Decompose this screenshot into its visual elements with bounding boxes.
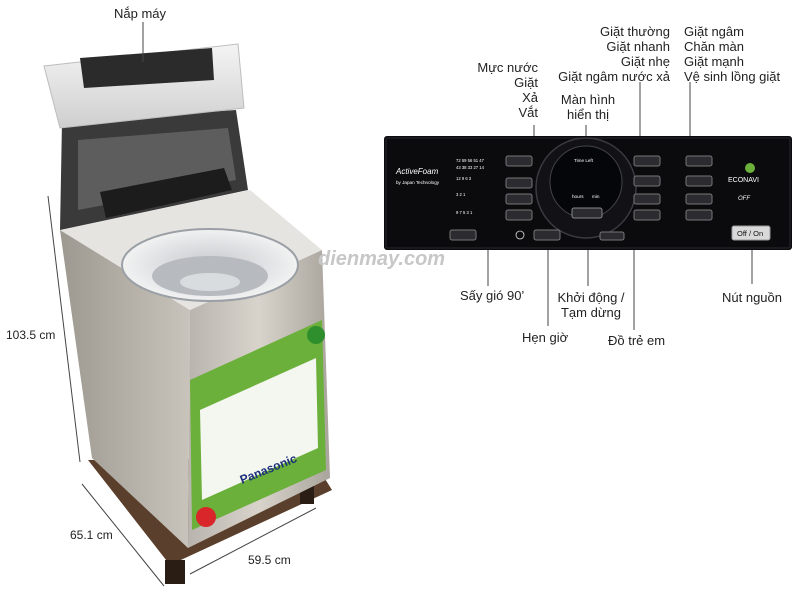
- label-start-pause: Khởi động / Tạm dừng: [552, 290, 630, 320]
- label-prog-soak-rinse: Giặt ngâm nước xả: [558, 69, 670, 84]
- label-timer: Hẹn giờ: [522, 330, 569, 345]
- label-programs-left: Giặt thường Giặt nhanh Giặt nhẹ Giặt ngâ…: [540, 24, 670, 84]
- label-prog-tub-clean: Vệ sinh lồng giặt: [684, 69, 781, 84]
- label-start-pause-line2: Tạm dừng: [560, 305, 621, 320]
- rinse-button[interactable]: [505, 193, 533, 205]
- water-level-numbers: 72 59 56 51 47: [456, 158, 485, 163]
- program-heavy-button[interactable]: [685, 193, 713, 205]
- program-blanket-button[interactable]: [685, 175, 713, 187]
- label-wash: Giặt: [514, 75, 538, 90]
- program-delicate-button[interactable]: [633, 193, 661, 205]
- label-prog-soak: Giặt ngâm: [684, 24, 744, 39]
- front-white-panel: [200, 358, 318, 500]
- program-soak-rinse-button[interactable]: [633, 209, 661, 221]
- label-left-buttons: Mực nước Giặt Xả Vắt: [466, 60, 538, 120]
- activefoam-logo: ActiveFoam: [395, 167, 439, 176]
- label-prog-blanket: Chăn màn: [684, 39, 744, 54]
- start-pause-button[interactable]: [571, 207, 603, 219]
- program-normal-button[interactable]: [633, 155, 661, 167]
- child-lock-button[interactable]: [599, 231, 625, 241]
- display-screen: [549, 145, 623, 219]
- power-button-label: Off / On: [737, 229, 763, 238]
- timer-icon: [515, 230, 525, 240]
- activefoam-subtitle: by Japan Technology: [396, 180, 440, 185]
- wash-button[interactable]: [505, 177, 533, 189]
- label-display-line2: hiển thị: [567, 107, 609, 122]
- timer-button[interactable]: [533, 229, 561, 241]
- program-tub-clean-button[interactable]: [685, 209, 713, 221]
- label-spin: Vắt: [518, 105, 538, 120]
- label-prog-delicate: Giặt nhẹ: [620, 54, 670, 69]
- label-start-pause-line1: Khởi động /: [557, 290, 625, 305]
- display-hours: hours: [572, 194, 584, 199]
- label-prog-normal: Giặt thường: [600, 24, 670, 39]
- display-min: min: [592, 194, 600, 199]
- spin-button[interactable]: [505, 209, 533, 221]
- label-rinse: Xả: [522, 90, 538, 105]
- auto-off-text: OFF: [738, 196, 750, 202]
- depth-dimension-line: [81, 483, 165, 587]
- label-power-button: Nút nguồn: [722, 290, 782, 305]
- power-button[interactable]: [731, 225, 771, 241]
- wash-time-numbers: 12 9 6 3: [456, 176, 472, 181]
- green-badge: [307, 326, 325, 344]
- control-panel-closeup: ActiveFoam by Japan Technology 72 59 56 …: [384, 136, 792, 250]
- dimension-height: 103.5 cm: [6, 328, 56, 342]
- watermark: dienmay.com: [318, 248, 446, 270]
- wash-pulsator: [180, 273, 240, 291]
- label-water-level: Mực nước: [477, 60, 538, 75]
- label-prog-heavy: Giặt mạnh: [684, 54, 744, 69]
- label-programs-right: Giặt ngâm Chăn màn Giặt mạnh Vệ sinh lồn…: [684, 24, 780, 84]
- spin-time-numbers: 9 7 5 3 1: [456, 210, 473, 215]
- air-dry-button[interactable]: [449, 229, 477, 241]
- machine-side-panel: [60, 230, 190, 548]
- display-time-left: Time Left: [574, 158, 594, 163]
- height-dimension-line: [47, 195, 81, 463]
- rinse-count-numbers: 3 2 1: [456, 192, 466, 197]
- label-child-lock: Đồ trẻ em: [608, 333, 666, 348]
- dimension-width: 59.5 cm: [248, 553, 291, 567]
- econavi-icon: [745, 163, 755, 173]
- dimension-depth: 65.1 cm: [70, 528, 113, 542]
- label-display-line1: Màn hình: [560, 92, 616, 107]
- label-display: Màn hình hiển thị: [552, 92, 624, 122]
- red-badge: [196, 507, 216, 527]
- program-soak-button[interactable]: [685, 155, 713, 167]
- water-level-button[interactable]: [505, 155, 533, 167]
- top-control-panel: [100, 168, 232, 218]
- label-prog-speedy: Giặt nhanh: [606, 39, 670, 54]
- water-level-numbers: 43 38 33 27 14: [456, 165, 485, 170]
- lid-handle-recess: [80, 48, 214, 88]
- machine-foot: [165, 560, 185, 584]
- width-dimension-line: [189, 507, 317, 575]
- program-speedy-button[interactable]: [633, 175, 661, 187]
- label-lid: Nắp máy: [114, 6, 167, 21]
- econavi-logo: ECONAVI: [728, 177, 759, 184]
- label-air-dry: Sấy gió 90’: [460, 288, 525, 303]
